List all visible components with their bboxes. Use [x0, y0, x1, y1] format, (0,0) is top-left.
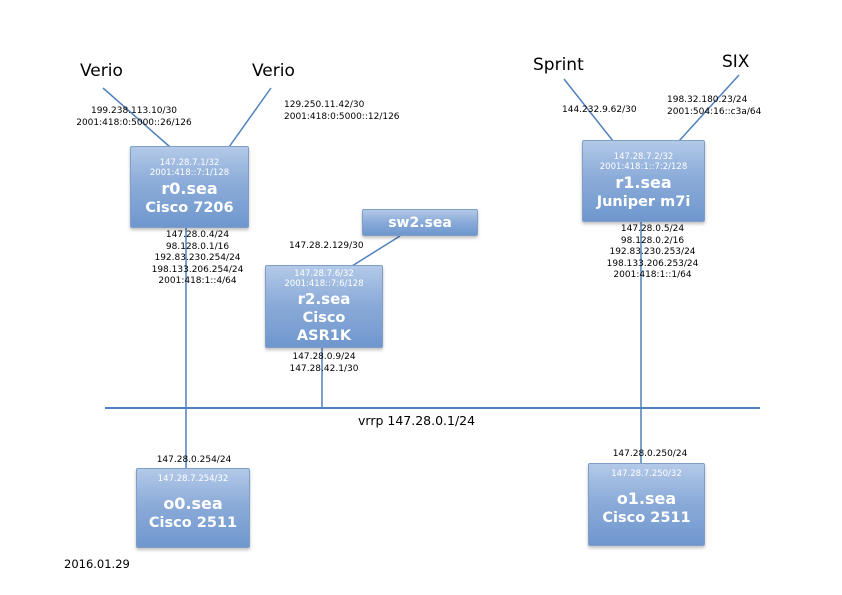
- o0-model: Cisco 2511: [148, 514, 238, 531]
- link-sw2-r2: [351, 235, 401, 267]
- node-r1: 147.28.7.2/32 2001:418:1::7:2/128 r1.sea…: [582, 140, 705, 222]
- r1-if-ip-3: 192.83.230.253/24: [609, 247, 696, 257]
- provider-label-six: SIX: [722, 52, 750, 72]
- sprint-link-ips: 144.232.9.62/30: [562, 105, 637, 117]
- o1-lan-ip: 147.28.0.250/24: [612, 449, 688, 459]
- r2-if-ip-1: 147.28.0.9/24: [292, 352, 356, 362]
- sprint-link-ip-v4: 144.232.9.62/30: [562, 105, 637, 115]
- r0-if-ip-2: 98.128.0.1/16: [165, 241, 230, 252]
- sw2-r2-link-ip: 147.28.2.129/30: [289, 241, 364, 251]
- r0-interface-ips: 147.28.0.4/24 98.128.0.1/16 192.83.230.2…: [130, 230, 265, 288]
- verio2-link-ip-v4: 129.250.11.42/30: [284, 100, 365, 110]
- r2-loopback-v4: 147.28.7.6/32: [294, 268, 354, 279]
- verio1-link-ip-v6: 2001:418:0:5000::26/126: [76, 117, 192, 128]
- link-verio1-r0: [102, 87, 171, 148]
- r0-if-ip-4: 198.133.206.254/24: [151, 264, 244, 275]
- provider-label-sprint: Sprint: [533, 55, 584, 75]
- r2-name: r2.sea: [297, 289, 351, 308]
- verio1-link-ips: 199.238.113.10/30 2001:418:0:5000::26/12…: [54, 106, 214, 129]
- node-r0: 147.28.7.1/32 2001:418::7:1/128 r0.sea C…: [130, 146, 249, 228]
- link-verio2-r0: [228, 87, 272, 148]
- r1-if-ip-2: 98.128.0.2/16: [620, 235, 685, 246]
- r0-loopback-v4: 147.28.7.1/32: [159, 157, 220, 168]
- r1-model: Juniper m7i: [596, 193, 691, 210]
- diagram-date: 2016.01.29: [64, 557, 130, 571]
- o0-loopback-v4: 147.28.7.254/32: [157, 474, 229, 484]
- six-link-ip-v6: 2001:504:16::c3a/64: [667, 106, 762, 117]
- verio2-link-ips: 129.250.11.42/30 2001:418:0:5000::12/126: [284, 100, 400, 123]
- o1-loopback-v4: 147.28.7.250/32: [611, 469, 682, 479]
- link-sprint-r1: [563, 78, 614, 142]
- provider-label-verio-2: Verio: [252, 61, 295, 81]
- verio1-link-ip-v4: 199.238.113.10/30: [90, 106, 178, 116]
- r2-interface-ips: 147.28.0.9/24 147.28.42.1/30: [265, 352, 383, 375]
- r1-if-ip-5: 2001:418:1::1/64: [613, 270, 692, 280]
- r2-model-line1: Cisco: [302, 309, 346, 326]
- r1-if-ip-1: 147.28.0.5/24: [620, 224, 685, 234]
- r1-interface-ips: 147.28.0.5/24 98.128.0.2/16 192.83.230.2…: [585, 224, 720, 282]
- provider-label-verio-1: Verio: [80, 61, 123, 81]
- r1-if-ip-4: 198.133.206.253/24: [606, 258, 699, 269]
- o1-name: o1.sea: [616, 488, 677, 508]
- o1-model: Cisco 2511: [602, 509, 691, 526]
- o0-name: o0.sea: [163, 493, 223, 513]
- r0-if-ip-3: 192.83.230.254/24: [154, 253, 241, 263]
- r1-name: r1.sea: [615, 172, 672, 192]
- r0-if-ip-5: 2001:418:1::4/64: [158, 276, 237, 286]
- node-o1: 147.28.7.250/32 o1.sea Cisco 2511: [588, 463, 705, 546]
- r1-loopback-v6: 2001:418:1::7:2/128: [599, 162, 688, 172]
- six-link-ip-v4: 198.32.180.23/24: [667, 95, 748, 105]
- r0-name: r0.sea: [161, 178, 218, 198]
- o0-lan-ip: 147.28.0.254/24: [156, 455, 232, 465]
- r0-model: Cisco 7206: [145, 199, 234, 216]
- node-sw2: sw2.sea: [362, 209, 478, 236]
- node-r2: 147.28.7.6/32 2001:418::7:6/128 r2.sea C…: [265, 265, 383, 348]
- r0-loopback-v6: 2001:418::7:1/128: [149, 168, 230, 178]
- link-six-r1: [678, 74, 740, 142]
- node-o0: 147.28.7.254/32 o0.sea Cisco 2511: [136, 468, 250, 548]
- sw2-name: sw2.sea: [388, 214, 452, 231]
- r0-if-ip-1: 147.28.0.4/24: [165, 230, 230, 240]
- six-link-ips: 198.32.180.23/24 2001:504:16::c3a/64: [667, 95, 761, 118]
- vrrp-bus-label: vrrp 147.28.0.1/24: [358, 413, 476, 428]
- r2-if-ip-2: 147.28.42.1/30: [289, 363, 359, 374]
- r2-loopback-v6: 2001:418::7:6/128: [284, 279, 364, 289]
- verio2-link-ip-v6: 2001:418:0:5000::12/126: [284, 111, 400, 122]
- r2-model-line2: ASR1K: [296, 327, 352, 344]
- r1-loopback-v4: 147.28.7.2/32: [613, 151, 674, 162]
